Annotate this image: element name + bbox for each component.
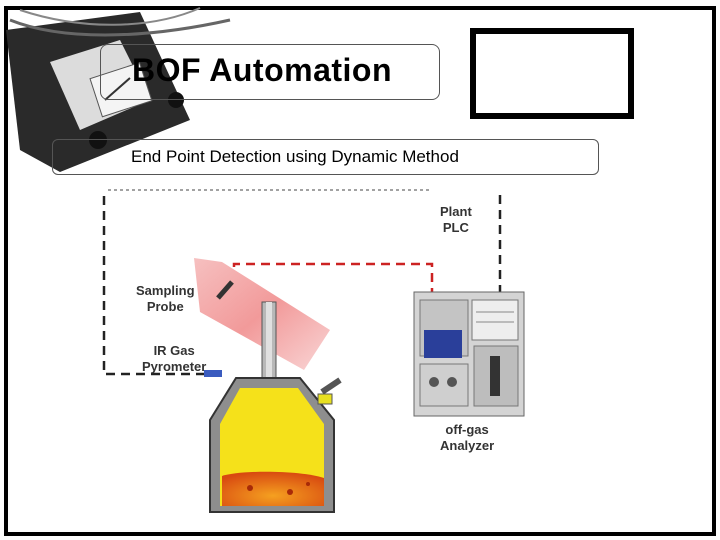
label-sampling-probe: Sampling Probe (136, 283, 195, 314)
title-box (100, 44, 440, 100)
slide-subtitle: End Point Detection using Dynamic Method (131, 147, 459, 166)
offgas-analyzer-cabinet (413, 291, 525, 417)
bof-converter-vessel (209, 377, 342, 513)
ir-gas-pyrometer-sensor (204, 370, 222, 377)
plant-photo-frame (470, 28, 634, 119)
sampling-probe-rod (216, 280, 234, 300)
label-ir-gas-pyrometer: IR Gas Pyrometer (142, 343, 207, 374)
label-offgas-analyzer: off-gas Analyzer (440, 422, 495, 453)
subtitle-box (52, 139, 599, 175)
slide-title: BOF Automation (132, 52, 392, 88)
control-dashed-loop (102, 189, 502, 376)
label-plant-plc: Plant PLC (440, 204, 472, 235)
